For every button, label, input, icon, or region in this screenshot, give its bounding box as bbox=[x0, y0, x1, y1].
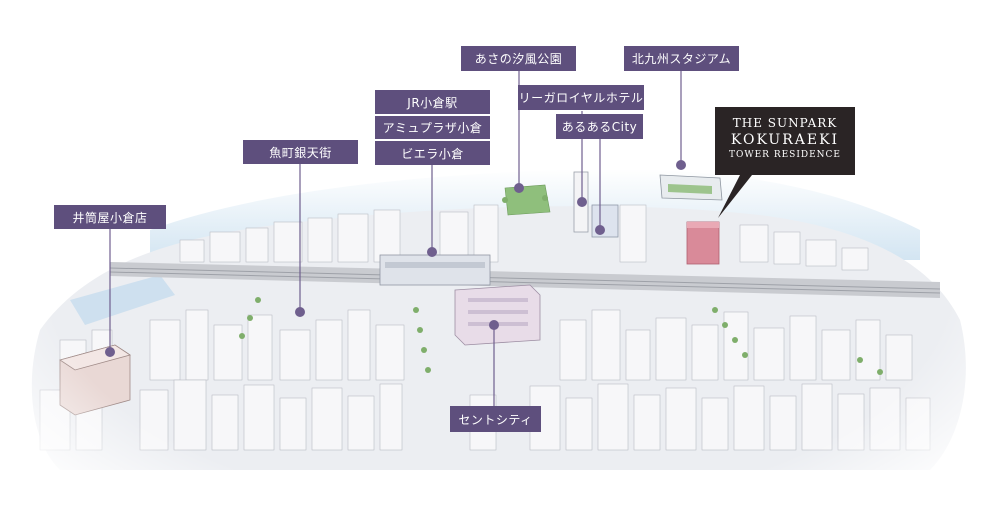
location-markers bbox=[105, 160, 686, 357]
label-stadium: 北九州スタジアム bbox=[624, 46, 739, 71]
hero-line3: TOWER RESIDENCE bbox=[728, 150, 842, 160]
marker-jr bbox=[427, 247, 437, 257]
label-jr-kokura: JR小倉駅 bbox=[375, 90, 490, 114]
hero-line2: KOKURAEKI bbox=[730, 132, 840, 148]
hero-line1: THE SUNPARK bbox=[732, 116, 838, 130]
marker-uomachi bbox=[295, 307, 305, 317]
label-asano: あさの汐風公園 bbox=[461, 46, 576, 71]
label-amu-plaza: アミュプラザ小倉 bbox=[375, 116, 490, 139]
marker-stadium bbox=[676, 160, 686, 170]
marker-izutsuya bbox=[105, 347, 115, 357]
label-uomachi: 魚町銀天街 bbox=[243, 140, 358, 164]
label-rihga: リーガロイヤルホテル bbox=[518, 85, 644, 110]
marker-asano bbox=[514, 183, 524, 193]
sunpark-residence-label: THE SUNPARK KOKURAEKI TOWER RESIDENCE bbox=[715, 107, 855, 175]
label-sento: セントシティ bbox=[450, 406, 541, 432]
marker-sento bbox=[489, 320, 499, 330]
marker-aruaru bbox=[595, 225, 605, 235]
hero-pointer bbox=[718, 175, 752, 218]
label-izutsuya: 井筒屋小倉店 bbox=[54, 205, 166, 229]
label-bieraa: ビエラ小倉 bbox=[375, 141, 490, 165]
label-aruaru: あるあるCity bbox=[556, 114, 643, 139]
marker-rihga bbox=[577, 197, 587, 207]
